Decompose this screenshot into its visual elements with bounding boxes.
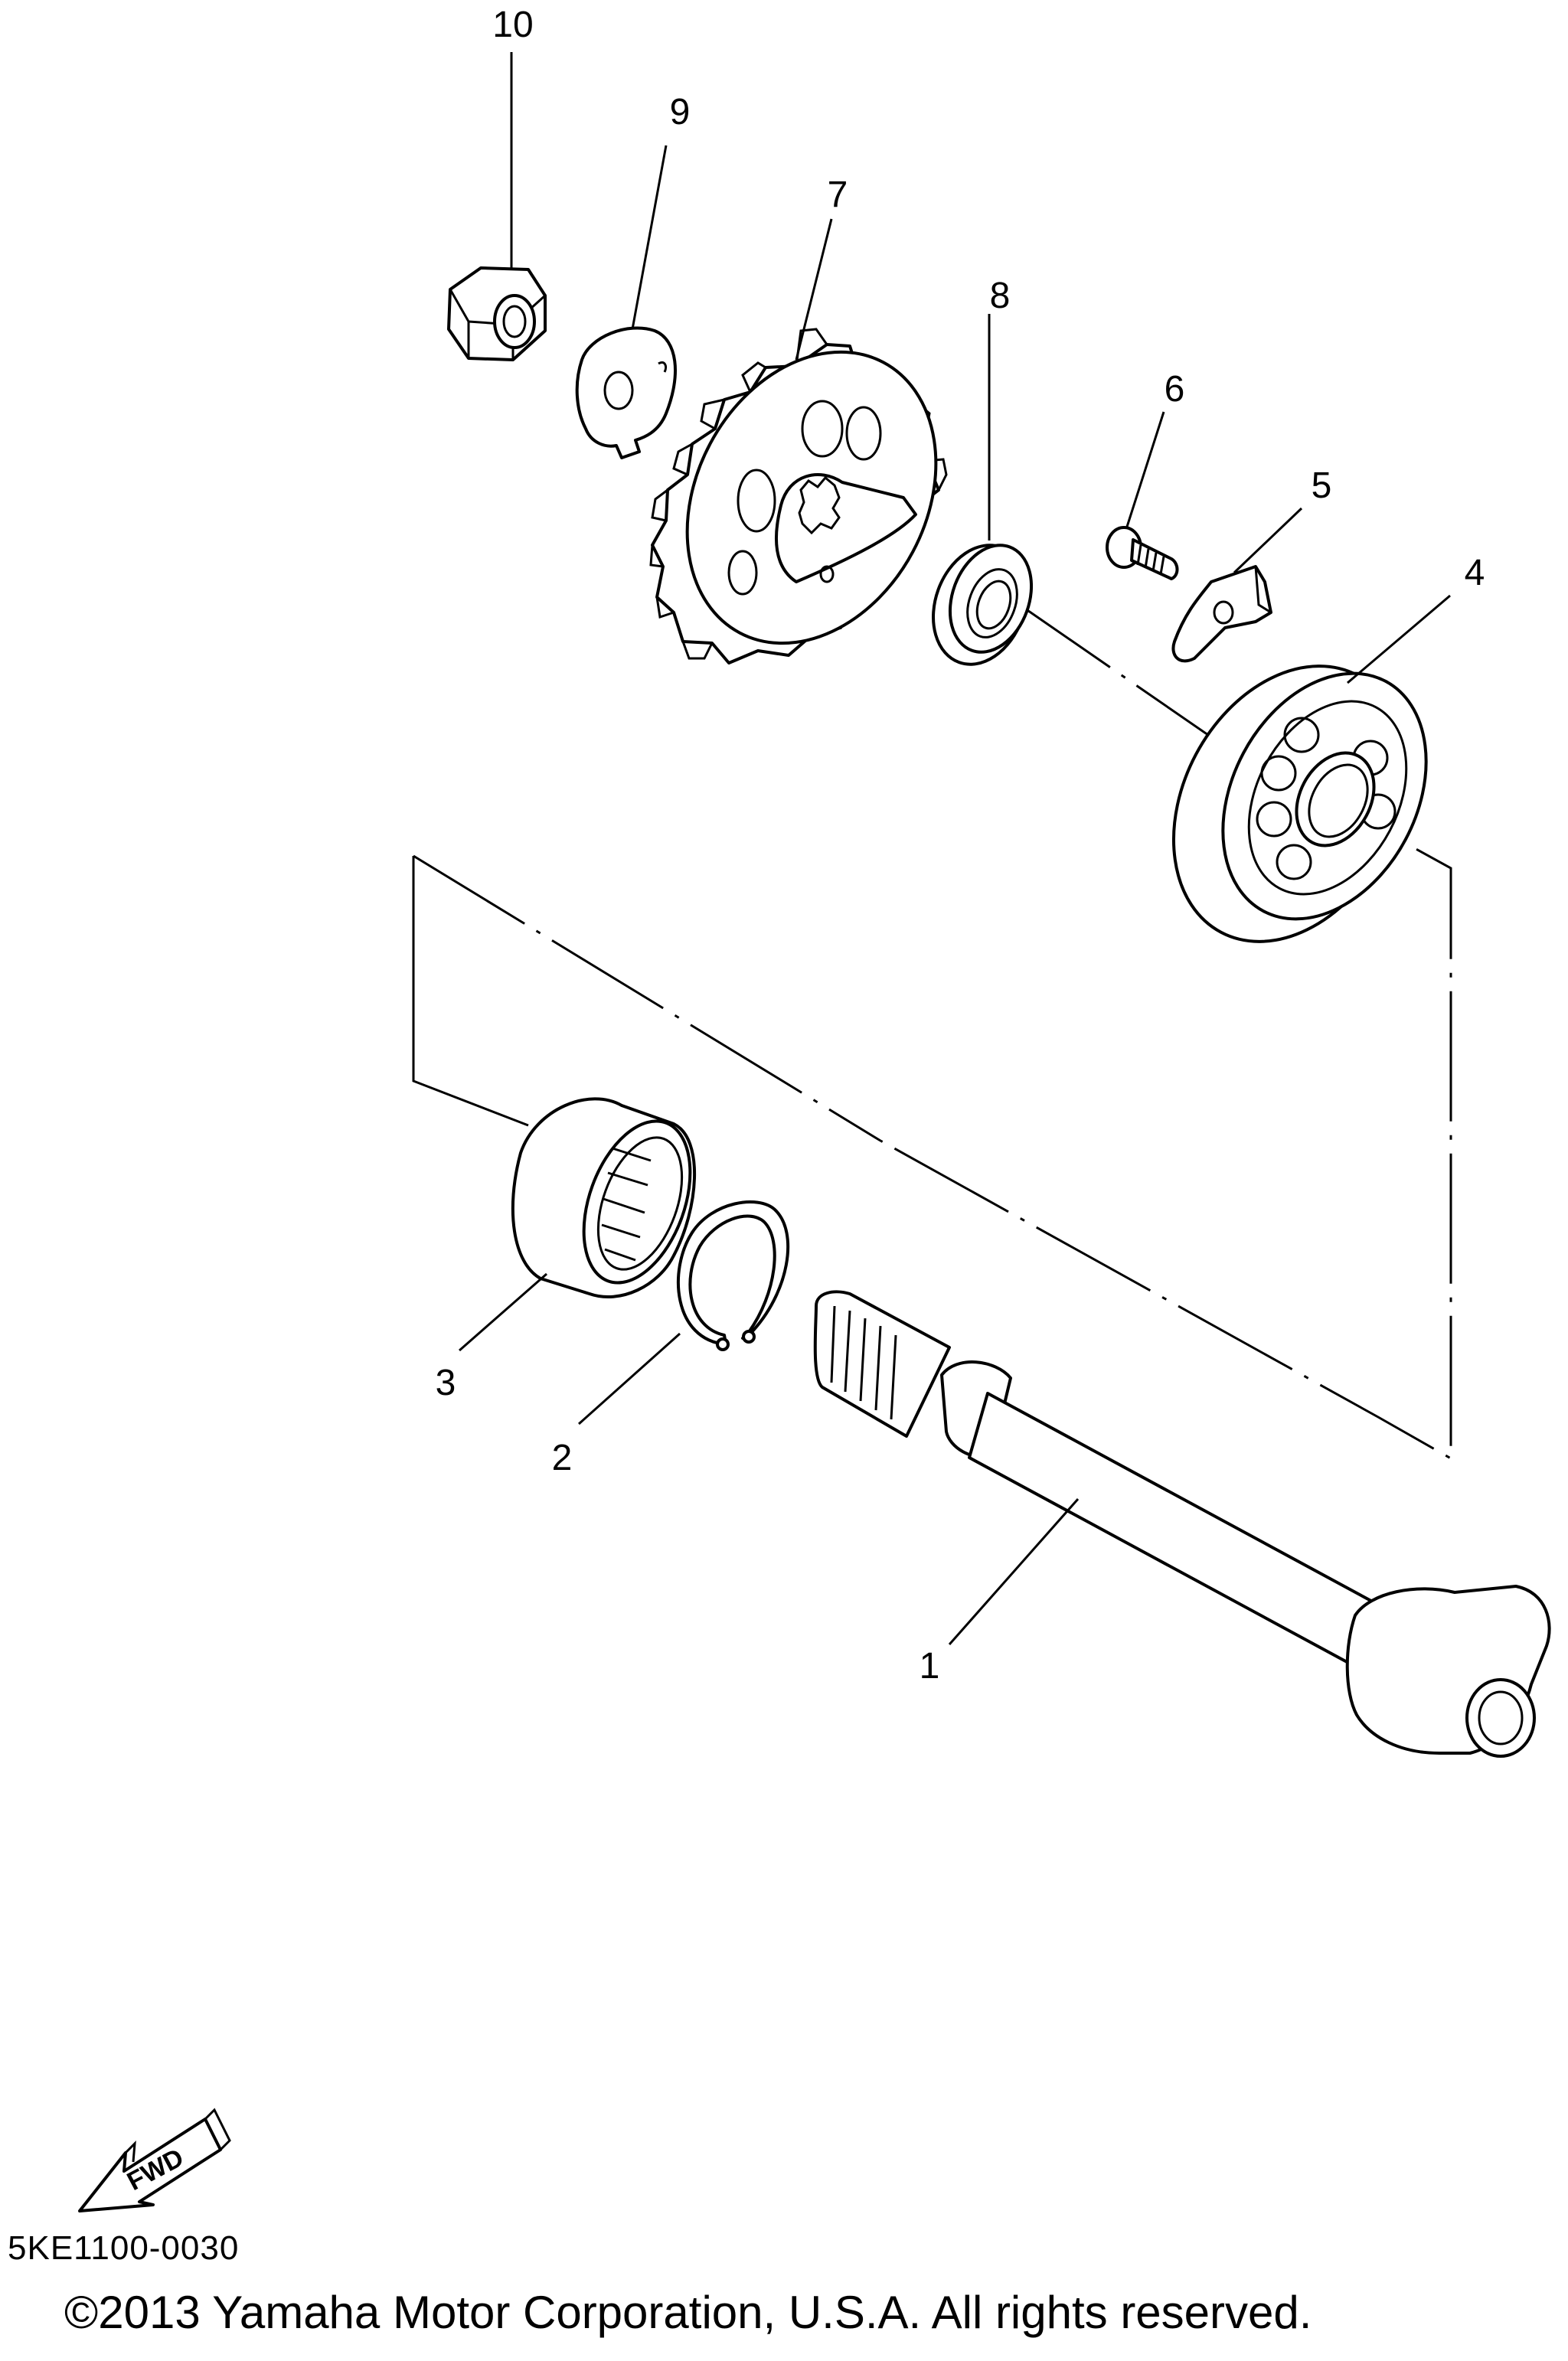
diagram-code: 5KE1100-0030 [8,2229,240,2267]
copyright-text: ©2013 Yamaha Motor Corporation, U.S.A. A… [64,2287,1312,2338]
leader-6 [1125,411,1165,527]
leader-9 [631,145,668,330]
part-3-needle-bearing [511,1097,697,1298]
callout-7: 7 [828,175,848,215]
leader-7 [795,218,833,361]
leader-5 [1233,507,1303,574]
callout-numbers: 10 9 7 8 6 5 4 3 2 1 [436,5,1485,1687]
part-1-shaft [813,1290,1551,1758]
leader-4 [1347,594,1451,684]
part-7-gear [649,328,948,665]
part-8-oil-seal [932,544,1034,666]
callout-10: 10 [492,5,533,45]
callout-1: 1 [920,1646,940,1687]
leader-2 [578,1332,681,1425]
part-6-screw [1106,526,1179,580]
callout-2: 2 [552,1438,573,1478]
callout-8: 8 [990,276,1011,316]
callout-5: 5 [1312,465,1332,506]
leader-3 [459,1272,547,1352]
part-9-lock-washer [575,326,677,459]
assembly-lines [412,592,1452,1461]
callout-6: 6 [1165,369,1185,410]
callout-9: 9 [670,92,691,132]
fwd-arrow-icon: FWD [78,2108,231,2212]
callout-4: 4 [1465,553,1485,593]
callout-3: 3 [436,1363,456,1403]
part-2-circlip [677,1200,790,1351]
leader-lines [459,52,1451,1645]
leader-1 [948,1498,1080,1645]
part-4-ball-bearing [1171,665,1428,943]
part-10-nut [447,266,547,361]
part-5-stopper [1171,565,1272,663]
